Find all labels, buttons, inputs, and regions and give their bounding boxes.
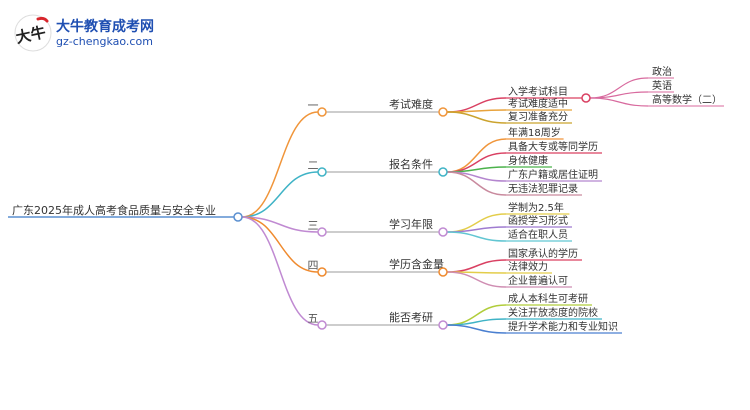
branch-index: 四 <box>308 259 319 272</box>
branch-index: 一 <box>308 99 319 112</box>
leaf-link <box>589 97 649 107</box>
branch-label: 能否考研 <box>389 310 433 324</box>
branch-index-node[interactable] <box>317 267 327 277</box>
root-node[interactable] <box>233 212 243 222</box>
child-label: 法律效力 <box>508 260 548 273</box>
child-label: 入学考试科目 <box>508 85 568 98</box>
branch-index-node[interactable] <box>317 167 327 177</box>
child-label: 身体健康 <box>508 154 548 167</box>
brand-name: 大牛教育成考网 <box>56 19 154 35</box>
child-label: 广东户籍或居住证明 <box>508 168 598 181</box>
branch-node[interactable] <box>438 227 448 237</box>
branch-link <box>241 111 319 218</box>
child-label: 关注开放态度的院校 <box>508 306 598 319</box>
child-link <box>446 271 507 288</box>
branch-node[interactable] <box>438 107 448 117</box>
branch-index: 三 <box>308 219 319 232</box>
child-label: 学制为2.5年 <box>508 201 564 214</box>
branch-label: 学历含金量 <box>389 257 444 271</box>
child-link <box>446 259 507 273</box>
branch-label: 报名条件 <box>389 157 433 171</box>
child-label: 提升学术能力和专业知识 <box>508 320 618 333</box>
branch-link <box>241 216 319 233</box>
child-label: 适合在职人员 <box>508 228 568 241</box>
child-node[interactable] <box>581 93 591 103</box>
child-label: 国家承认的学历 <box>508 247 578 260</box>
child-label: 复习准备充分 <box>508 110 568 123</box>
child-label: 无违法犯罪记录 <box>508 182 578 195</box>
child-label: 年满18周岁 <box>508 126 561 139</box>
logo-mark-icon: 大牛 <box>14 14 52 52</box>
branch-label: 考试难度 <box>389 97 433 111</box>
leaf-label: 政治 <box>652 65 672 78</box>
child-link <box>446 318 507 326</box>
brand-url[interactable]: gz-chengkao.com <box>56 35 153 48</box>
branch-node[interactable] <box>438 267 448 277</box>
leaf-label: 高等数学（二） <box>652 93 722 106</box>
child-link <box>446 231 507 242</box>
branch-index: 二 <box>308 159 319 172</box>
mindmap-nodes: 广东2025年成人高考食品质量与安全专业 一 考试难度 入学考试科目 政治英语高等数学（… <box>12 65 722 333</box>
child-link <box>446 171 507 196</box>
child-label: 函授学习形式 <box>508 214 568 227</box>
child-link <box>446 166 507 173</box>
logo-mark-text: 大牛 <box>14 23 47 47</box>
child-label: 成人本科生可考研 <box>508 292 588 305</box>
root-topic: 广东2025年成人高考食品质量与安全专业 <box>12 203 216 217</box>
mindmap-links <box>8 77 724 334</box>
child-link <box>446 226 507 233</box>
branch-node[interactable] <box>438 320 448 330</box>
branch-index-node[interactable] <box>317 107 327 117</box>
site-logo[interactable]: 大牛 大牛教育成考网 gz-chengkao.com <box>14 14 184 54</box>
branch-link <box>241 216 319 326</box>
child-label: 具备大专或等同学历 <box>508 140 598 153</box>
branch-index-node[interactable] <box>317 320 327 330</box>
child-link <box>446 111 507 124</box>
branch-index: 五 <box>308 312 319 325</box>
branch-node[interactable] <box>438 167 448 177</box>
branch-link <box>241 171 319 218</box>
child-link <box>446 324 507 334</box>
child-label: 企业普遍认可 <box>508 274 568 287</box>
leaf-label: 英语 <box>652 79 672 92</box>
branch-index-node[interactable] <box>317 227 327 237</box>
branch-link <box>241 216 319 273</box>
child-label: 考试难度适中 <box>508 97 568 110</box>
branch-label: 学习年限 <box>389 217 433 231</box>
